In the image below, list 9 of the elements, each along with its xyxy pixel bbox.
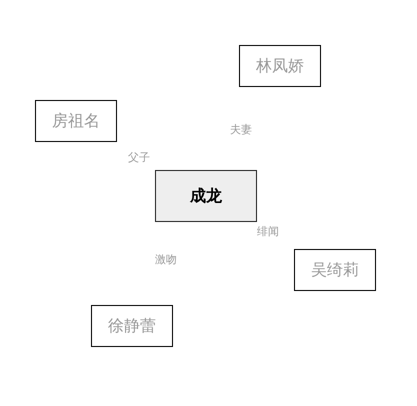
relation-label: 激吻 xyxy=(155,254,177,265)
relation-label: 绯闻 xyxy=(257,226,279,237)
relation-label: 父子 xyxy=(128,152,150,163)
name-box: 房祖名 xyxy=(35,100,117,142)
name-box: 徐静蕾 xyxy=(91,305,173,347)
relation-label: 夫妻 xyxy=(230,124,252,135)
name-box: 成龙 xyxy=(155,170,257,222)
name-box: 林凤娇 xyxy=(239,45,321,87)
name-box: 吴绮莉 xyxy=(294,249,376,291)
